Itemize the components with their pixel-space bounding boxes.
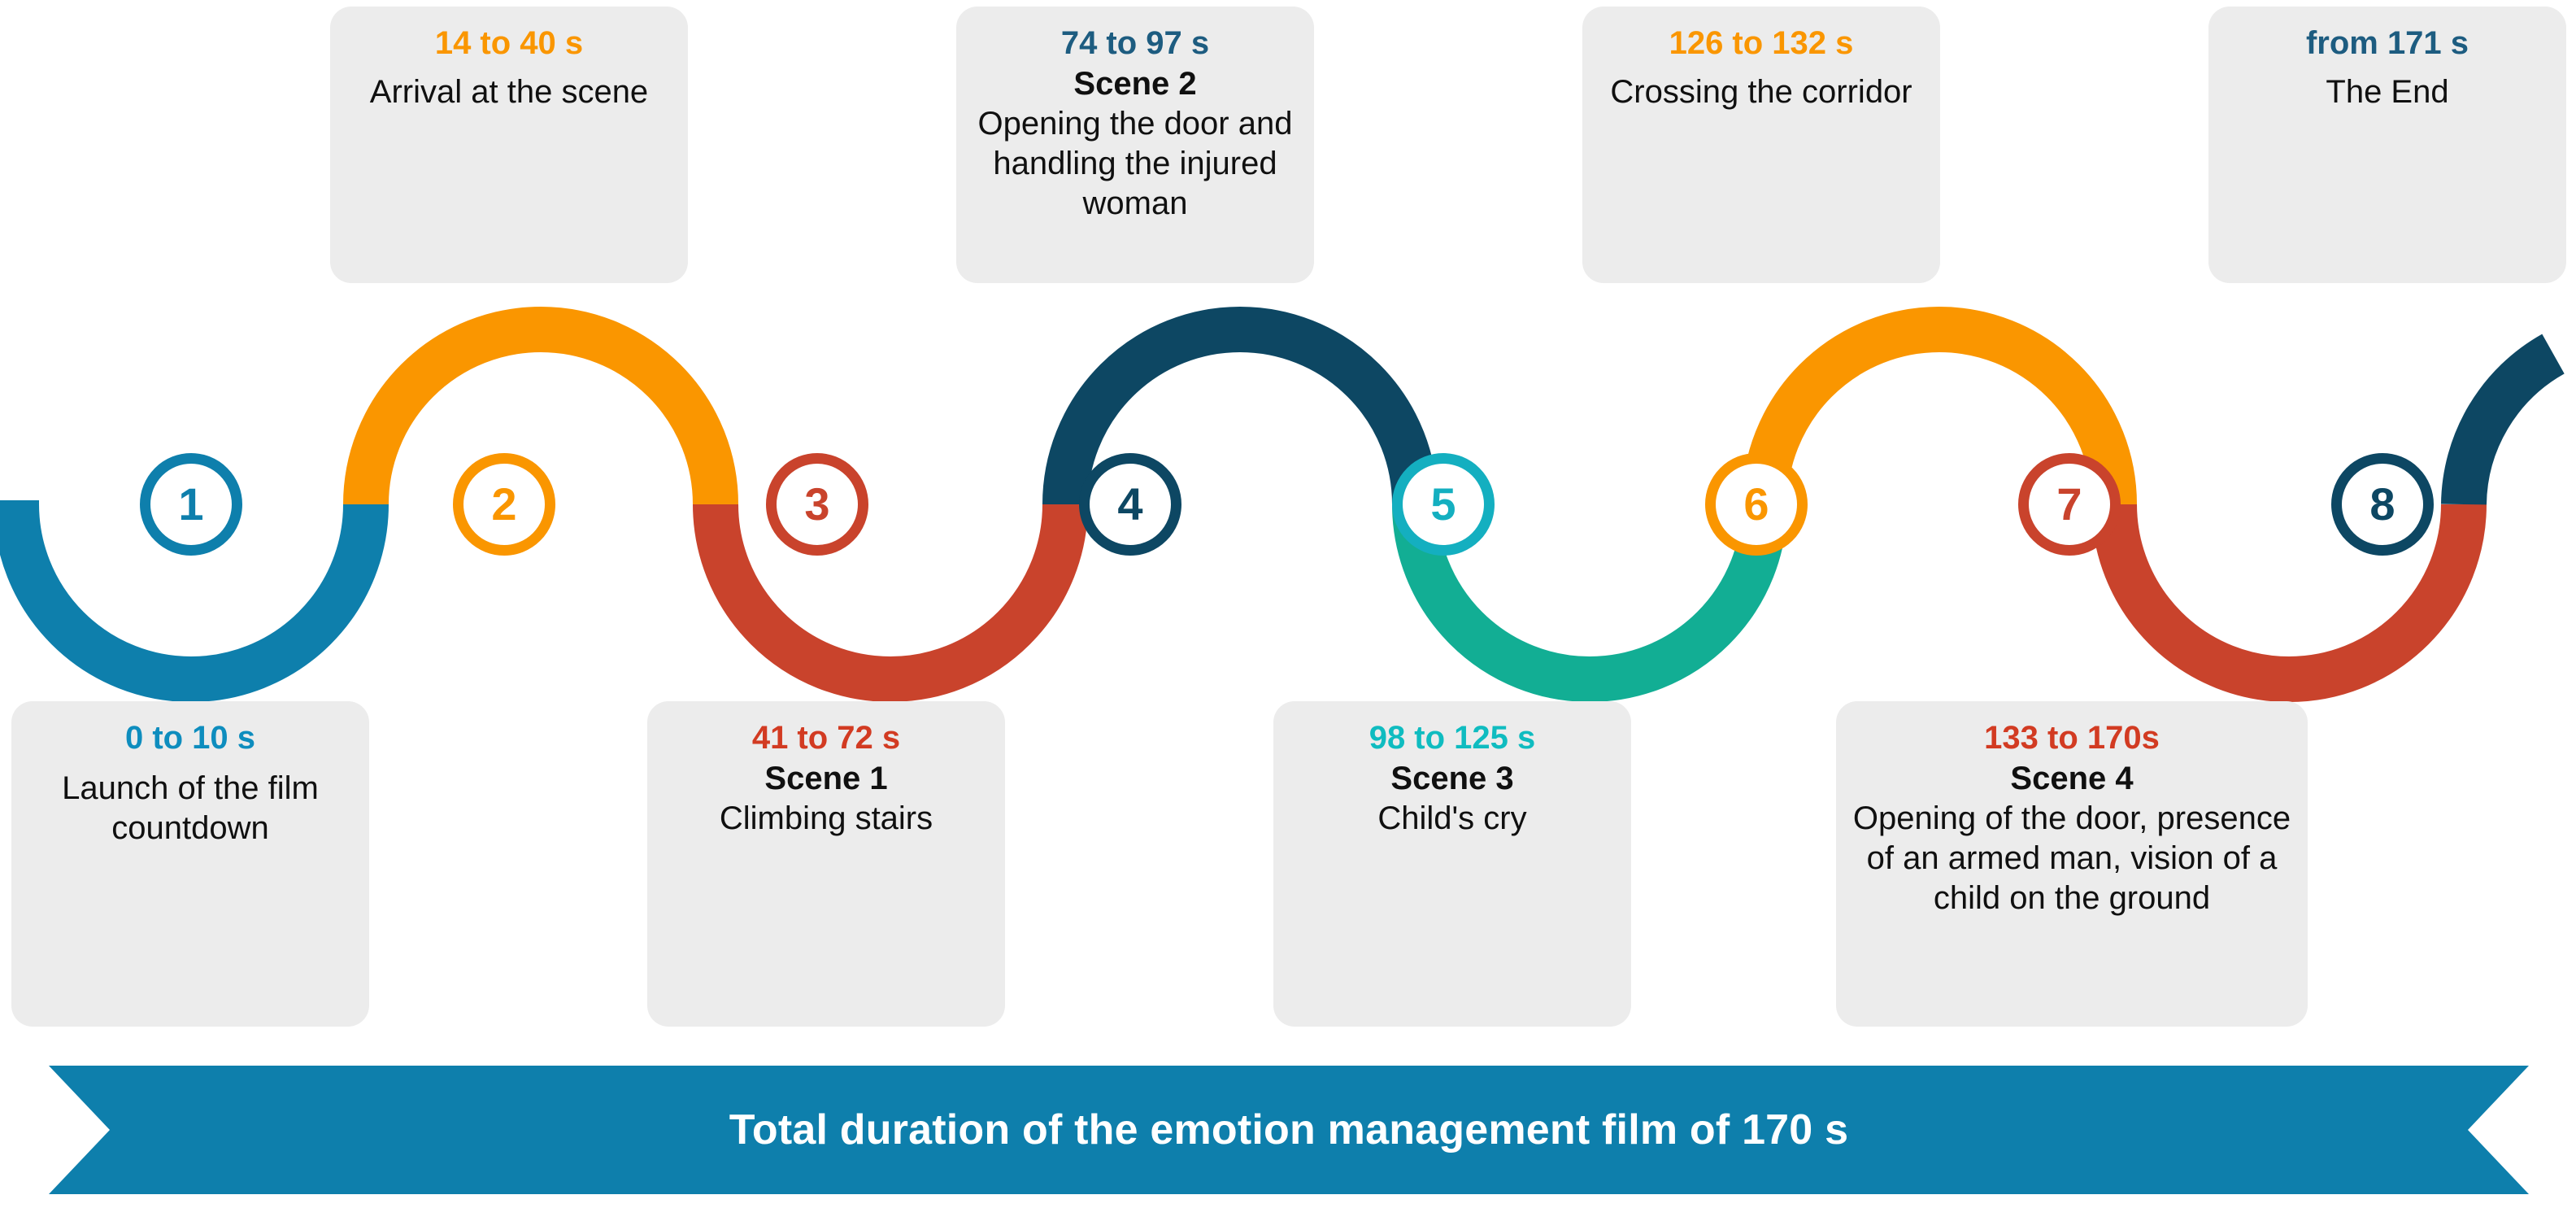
card-time-label: 14 to 40 s: [434, 25, 584, 61]
wave-segment-5: [1392, 504, 1787, 703]
card-description: Opening the door and handling the injure…: [977, 105, 1293, 221]
card-description: Climbing stairs: [719, 800, 933, 836]
step-node-1[interactable]: 1: [140, 453, 242, 556]
step-node-7[interactable]: 7: [2018, 453, 2121, 556]
info-card-top-2: 14 to 40 s Arrival at the scene: [330, 7, 688, 283]
info-card-bottom-5: 98 to 125 s Scene 3 Child's cry: [1273, 701, 1631, 1027]
wave-segment-1: [0, 500, 389, 703]
step-node-6[interactable]: 6: [1705, 453, 1808, 556]
card-time-label: 98 to 125 s: [1368, 720, 1536, 756]
card-description: Crossing the corridor: [1610, 74, 1912, 111]
step-number: 3: [804, 478, 830, 530]
step-number: 1: [178, 478, 204, 530]
step-node-8[interactable]: 8: [2331, 453, 2434, 556]
card-scene-label: Scene 4: [2010, 761, 2134, 797]
info-card-top-4: 74 to 97 s Scene 2 Opening the door and …: [956, 7, 1314, 283]
step-number: 2: [491, 478, 517, 530]
card-description: Launch of the film countdown: [62, 770, 319, 846]
card-time-label: 126 to 132 s: [1669, 25, 1854, 61]
info-card-bottom-7: 133 to 170s Scene 4 Opening of the door,…: [1836, 701, 2308, 1027]
step-number: 4: [1117, 478, 1143, 530]
card-description: The End: [2326, 74, 2449, 111]
wave-segment-7: [2091, 504, 2487, 703]
card-scene-label: Scene 2: [1073, 66, 1197, 102]
card-description: Child's cry: [1377, 800, 1527, 836]
card-scene-label: Scene 1: [764, 761, 888, 797]
step-number: 6: [1743, 478, 1769, 530]
card-scene-label: Scene 3: [1390, 761, 1514, 797]
total-duration-banner: Total duration of the emotion management…: [49, 1066, 2529, 1194]
card-time-label: 133 to 170s: [1984, 720, 2160, 756]
info-card-bottom-1: 0 to 10 s Launch of the film countdown: [11, 701, 369, 1027]
process-wave: [0, 306, 2565, 703]
banner-label: Total duration of the emotion management…: [729, 1106, 1849, 1153]
card-description: Arrival at the scene: [369, 74, 649, 111]
step-number: 8: [2369, 478, 2395, 530]
card-time-label: 0 to 10 s: [124, 720, 256, 756]
wave-segment-8: [2441, 334, 2565, 505]
wave-segment-4: [1042, 306, 1438, 505]
card-time-label: 41 to 72 s: [751, 720, 901, 756]
wave-segment-2: [343, 306, 738, 505]
step-node-4[interactable]: 4: [1079, 453, 1181, 556]
wave-segment-3: [693, 504, 1088, 703]
info-card-bottom-3: 41 to 72 s Scene 1 Climbing stairs: [647, 701, 1005, 1027]
card-time-label: 74 to 97 s: [1060, 25, 1210, 61]
step-node-5[interactable]: 5: [1392, 453, 1495, 556]
step-node-2[interactable]: 2: [453, 453, 555, 556]
card-time-label: from 171 s: [2305, 25, 2469, 61]
card-description: Opening of the door, presence of an arme…: [1852, 800, 2291, 916]
step-node-3[interactable]: 3: [766, 453, 868, 556]
step-number: 7: [2056, 478, 2082, 530]
wave-segment-6: [1742, 306, 2137, 505]
step-number: 5: [1430, 478, 1456, 530]
info-card-top-8: from 171 s The End: [2208, 7, 2566, 283]
banner-ribbon-shape: [49, 1066, 2529, 1194]
info-card-top-6: 126 to 132 s Crossing the corridor: [1582, 7, 1940, 283]
